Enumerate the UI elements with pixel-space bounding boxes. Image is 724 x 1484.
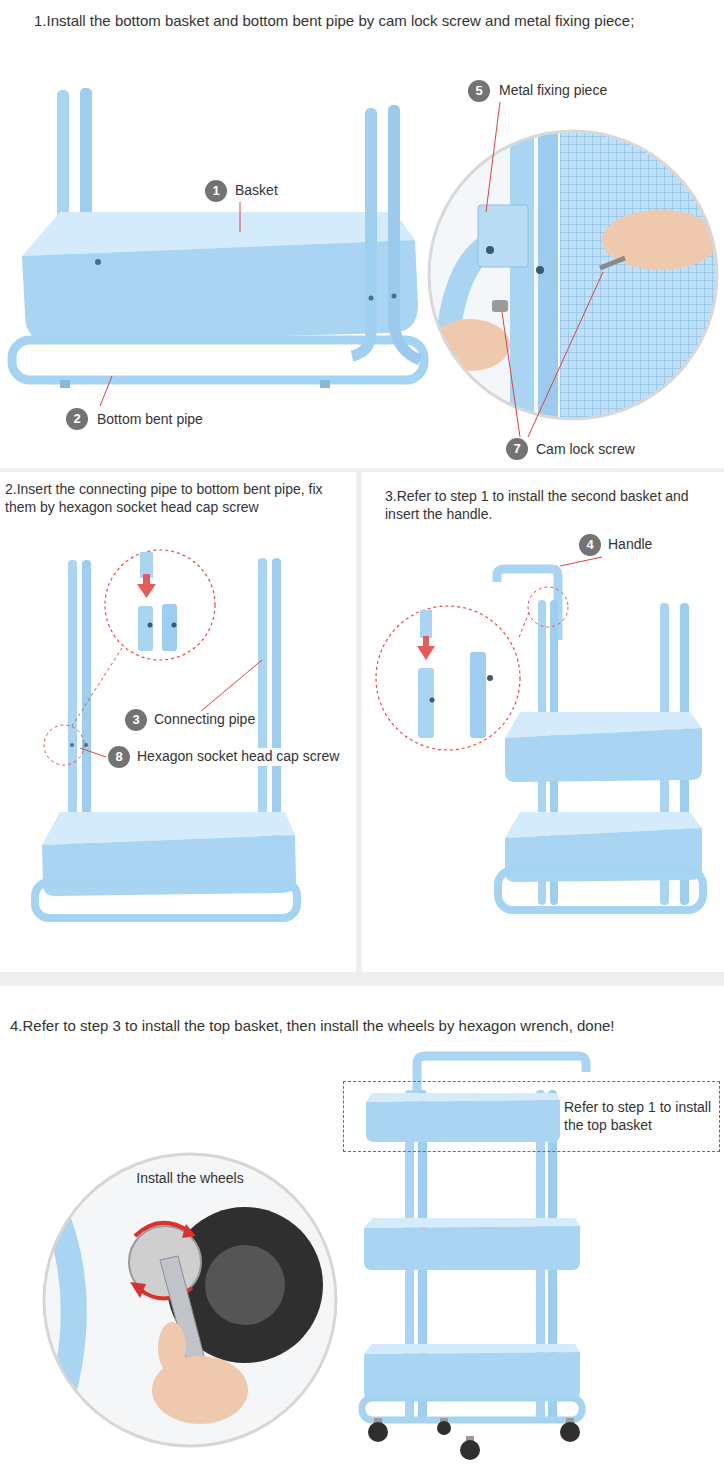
- part-name: Connecting pipe: [152, 711, 257, 729]
- part-name: Bottom bent pipe: [95, 411, 205, 429]
- callout-text: 8: [115, 749, 122, 764]
- zoom-outline: [42, 1152, 338, 1448]
- callout-text: 5: [475, 83, 482, 98]
- cart-illustration: [362, 1056, 586, 1460]
- fixing-zoom: [420, 102, 724, 450]
- dashed-note-box: Refer to step 1 to install the top baske…: [343, 1081, 720, 1152]
- callout-text: 7: [513, 441, 520, 456]
- basket-illustration: [12, 88, 424, 406]
- callout-text: 4: [586, 537, 593, 552]
- part-name: Handle: [606, 536, 654, 554]
- connecting-pipe-illustration: [35, 550, 297, 918]
- step-instruction: 3.Refer to step 1 to install the second …: [385, 488, 717, 523]
- callout-number: 8: [108, 746, 130, 768]
- step-instruction: 2.Insert the connecting pipe to bottom b…: [5, 481, 355, 516]
- zoom-circle: Install the wheels: [42, 1152, 338, 1448]
- callout-number: 3: [125, 709, 147, 731]
- part-name: Cam lock screw: [534, 441, 637, 459]
- callout-number: 1: [205, 180, 227, 202]
- wheel-zoom: [40, 1150, 340, 1450]
- callout-number: 5: [468, 80, 490, 102]
- step-instruction: 4.Refer to step 3 to install the top bas…: [10, 1017, 716, 1036]
- zoom-text: Install the wheels: [133, 1170, 246, 1186]
- callout-number: 4: [579, 534, 601, 556]
- part-name: Hexagon socket head cap screw: [135, 748, 341, 766]
- part-name: Basket: [233, 182, 280, 200]
- handle-illustration: [376, 557, 703, 910]
- callout-number: 7: [506, 438, 528, 460]
- part-name: Metal fixing piece: [497, 82, 609, 100]
- callout-text: 1: [212, 183, 219, 198]
- note-text: Refer to step 1 to install the top baske…: [564, 1098, 714, 1134]
- zoom-ring: [44, 1154, 336, 1446]
- step-instruction: 1.Install the bottom basket and bottom b…: [34, 12, 720, 31]
- callout-text: 2: [73, 411, 80, 426]
- callout-text: 3: [132, 712, 139, 727]
- callout-number: 2: [66, 408, 88, 430]
- panel-dividers: [0, 468, 724, 986]
